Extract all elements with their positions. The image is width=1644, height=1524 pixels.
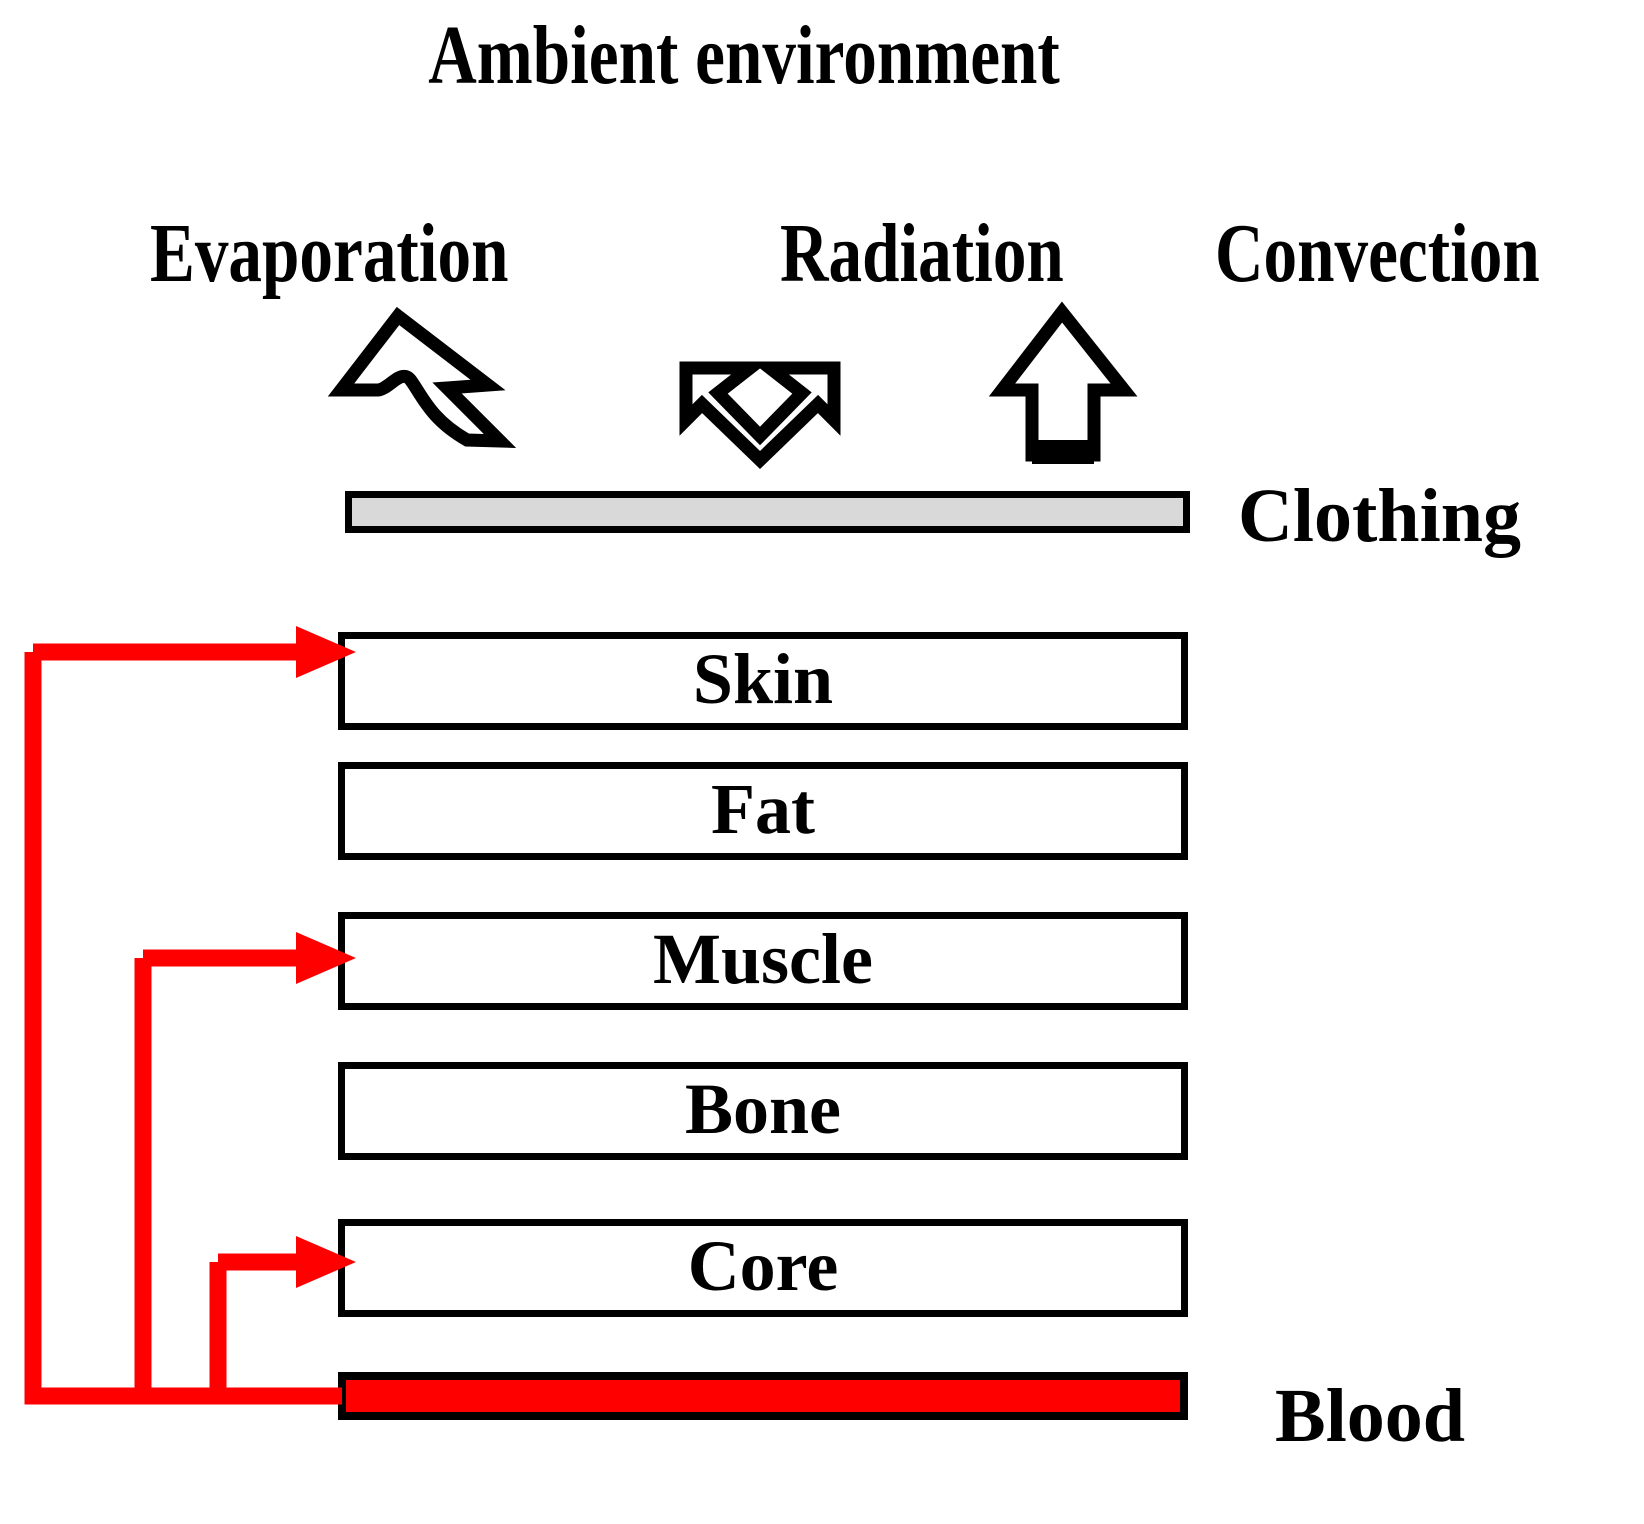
layer-core-label: Core <box>687 1226 839 1306</box>
layer-bone-label: Bone <box>684 1069 842 1149</box>
blood-flow-path-muscle <box>134 958 342 1405</box>
heat-loss-label-row: Evaporation Radiation Convection <box>150 207 1540 302</box>
clothing-bar <box>345 491 1190 533</box>
heat-path-label-evaporation: Evaporation <box>150 207 509 300</box>
blood-bar <box>338 1372 1188 1420</box>
up-arrow-icon <box>988 301 1138 464</box>
layer-muscle: Muscle <box>338 912 1188 1010</box>
double-chevron-arrow-icon <box>679 361 841 470</box>
wavy-up-arrow-icon <box>327 306 517 448</box>
layer-bone: Bone <box>338 1062 1188 1160</box>
blood-flow-path-skin <box>24 652 342 1405</box>
clothing-label: Clothing <box>1238 474 1521 558</box>
blood-label: Blood <box>1275 1374 1466 1458</box>
layer-fat: Fat <box>338 762 1188 860</box>
layer-skin: Skin <box>338 632 1188 730</box>
heat-path-label-radiation: Radiation <box>780 207 1064 300</box>
layer-muscle-label: Muscle <box>653 919 873 999</box>
page-title: Ambient environment <box>428 9 1060 102</box>
heat-path-label-convection: Convection <box>1215 207 1540 300</box>
layer-fat-label: Fat <box>711 769 815 849</box>
layer-skin-label: Skin <box>692 639 834 719</box>
layer-core: Core <box>338 1219 1188 1317</box>
blood-flow-path-core <box>209 1262 342 1405</box>
